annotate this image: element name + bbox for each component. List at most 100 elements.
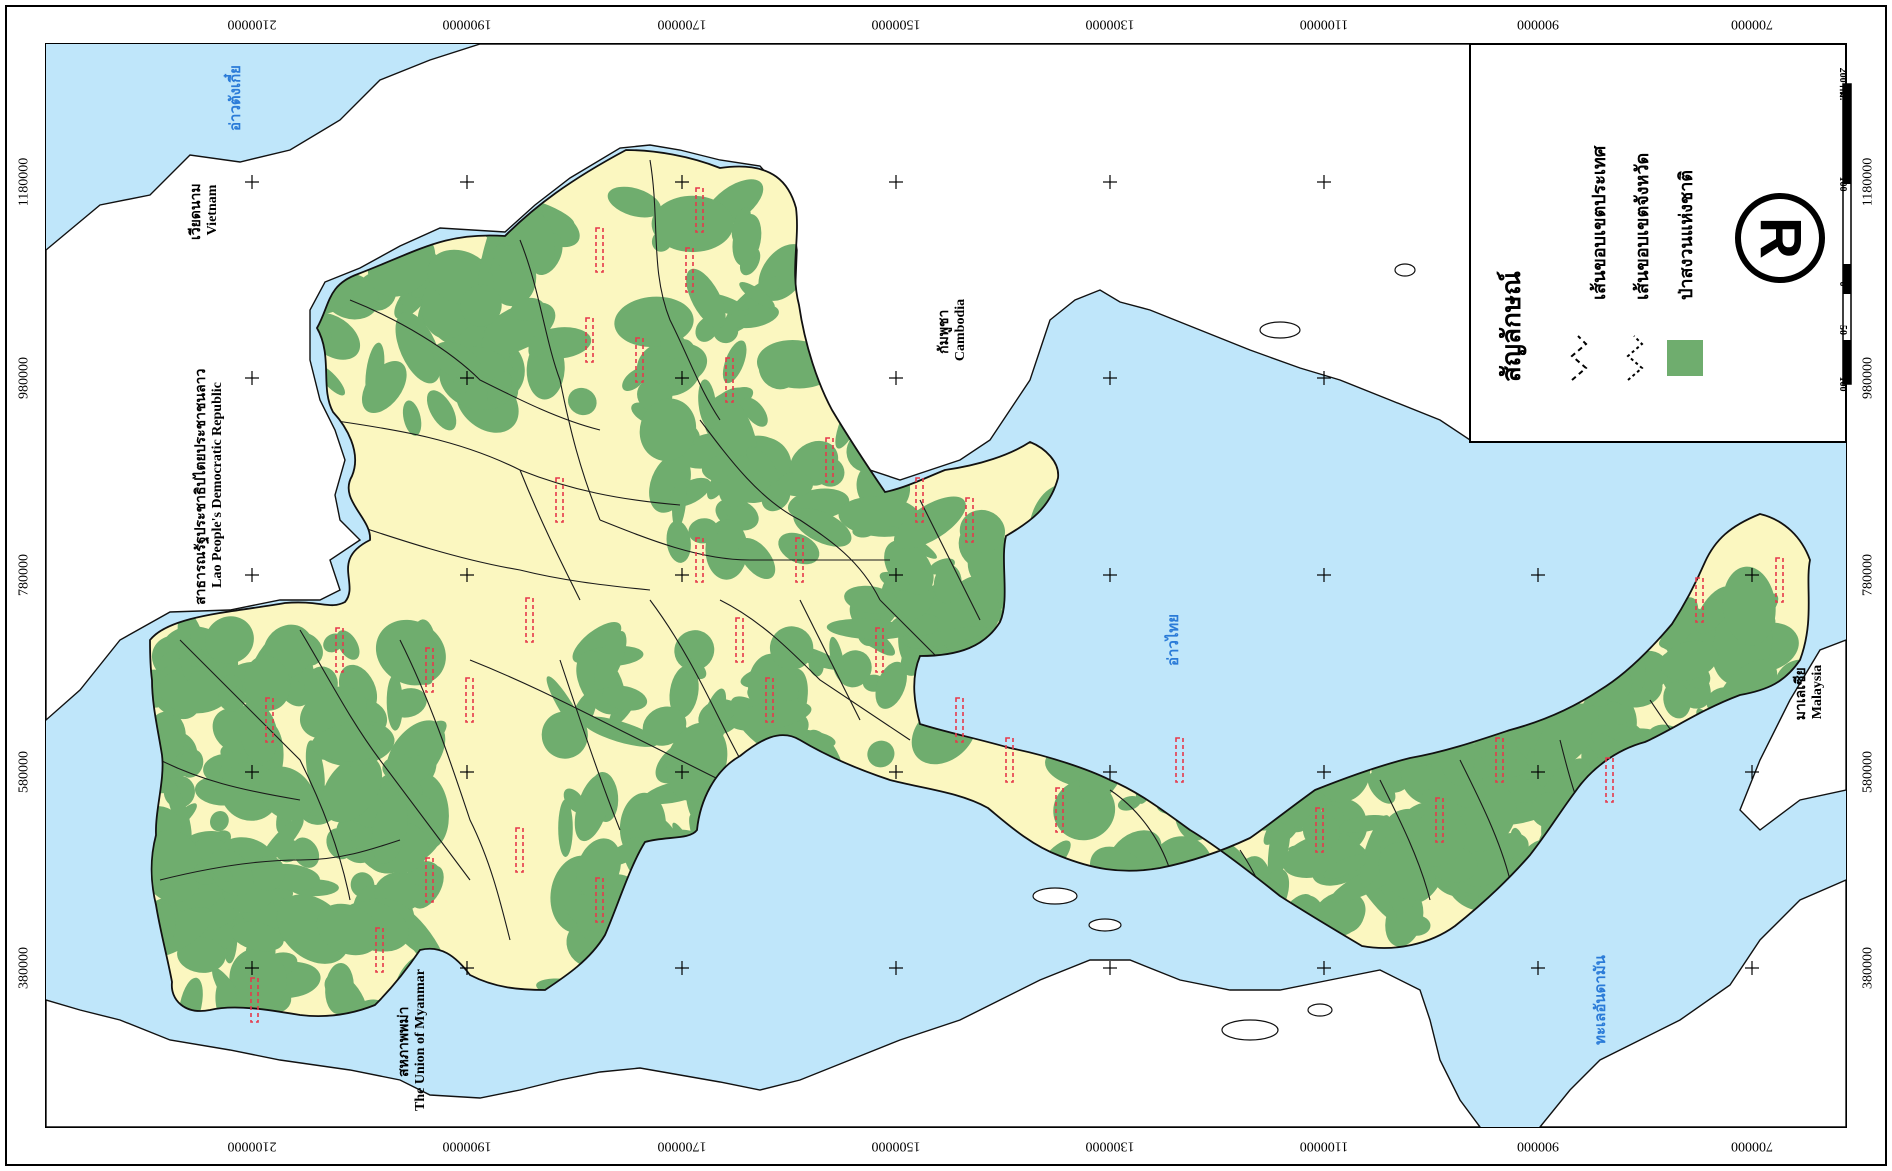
forest-patch <box>907 626 988 649</box>
province-labels <box>250 187 1784 1023</box>
forest-patch <box>1460 832 1529 887</box>
grid-label-x-top: 1900000 <box>443 17 492 32</box>
legend-item-country-border: เส้นขอบเขตประเทศ <box>1589 145 1609 300</box>
forest-patch <box>660 332 688 359</box>
grid-label-x-top: 2100000 <box>228 17 277 32</box>
province-label-mark <box>465 677 474 723</box>
forest-patch <box>177 610 193 681</box>
province-label-mark <box>1175 737 1184 783</box>
forest-patch <box>404 720 447 758</box>
forest-patch <box>666 520 691 563</box>
grid-label-y-left: 380000 <box>17 947 32 989</box>
province-label-mark <box>955 697 964 743</box>
neighbor-land-south <box>46 959 1481 1127</box>
province-label-mark <box>1775 557 1784 603</box>
province-label-mark <box>695 187 704 233</box>
gulf-thailand-label: อ่าวไทย <box>1163 614 1182 666</box>
country-labels: เวียดนาม Vietnam สาธารณรัฐประชาธิปไตยประ… <box>188 183 1825 1111</box>
forest-patch <box>426 390 457 431</box>
forest-patch <box>1722 566 1776 646</box>
forest-patch <box>166 777 192 843</box>
grid-label-x-top: 900000 <box>1517 17 1559 32</box>
forest-patch <box>746 446 779 483</box>
forest-patch <box>722 340 747 384</box>
legend-title: สัญลักษณ์ <box>1496 271 1527 382</box>
province-label-mark <box>1005 737 1014 783</box>
forest-patch <box>607 186 661 218</box>
forest-patch <box>231 921 284 952</box>
forest-patch <box>567 387 597 416</box>
forest-patch <box>1323 854 1369 879</box>
forest-patch <box>769 626 814 670</box>
province-label-mark <box>585 317 594 363</box>
laos-th-label: สาธารณรัฐประชาธิปไตยประชาชนลาว <box>191 368 210 604</box>
grid-label-x-bottom: 1700000 <box>658 1139 707 1154</box>
svg-text:R: R <box>1748 217 1813 259</box>
grid-label-x-top: 1100000 <box>1300 17 1348 32</box>
forest-patch <box>218 685 246 712</box>
forest-patch <box>159 666 231 714</box>
grid-label-x-top: 1300000 <box>1086 17 1135 32</box>
grid-label-y-left: 580000 <box>17 751 32 793</box>
province-label-mark <box>1605 757 1614 803</box>
forest-patch <box>321 755 383 823</box>
province-label-mark <box>695 537 704 583</box>
forest-patch <box>867 740 895 768</box>
province-label-mark <box>595 227 604 273</box>
province-label-mark <box>250 977 259 1023</box>
forest-patch <box>323 633 344 653</box>
grid-label-x-bottom: 900000 <box>1517 1139 1559 1154</box>
grid-label-y-right: 980000 <box>1861 357 1876 399</box>
forest-patch <box>1302 811 1340 850</box>
forest-patch <box>1663 681 1691 719</box>
grid-label-y-right: 580000 <box>1861 751 1876 793</box>
forest-patch <box>460 284 502 327</box>
forest-patch <box>388 688 427 718</box>
forest-patch <box>239 703 278 764</box>
grid-label-y-right: 780000 <box>1861 554 1876 596</box>
forest-patch <box>622 368 647 391</box>
province-label-mark <box>635 337 644 383</box>
province-label-mark <box>515 827 524 873</box>
forest-patch <box>879 571 910 591</box>
forest-patch <box>576 838 622 898</box>
grid-label-x-top: 1500000 <box>872 17 921 32</box>
forest-patch <box>666 722 728 801</box>
forest-patch <box>778 472 813 497</box>
forest-patch <box>651 195 734 253</box>
province-label-mark <box>1695 577 1704 623</box>
forest-patch <box>686 268 726 329</box>
north-arrow-icon: R <box>1735 193 1825 283</box>
country-border-symbol <box>1570 335 1588 381</box>
svg-text:กัมพูชา Cambodia: กัมพูชา Cambodia <box>936 299 968 361</box>
grid-label-x-bottom: 2100000 <box>228 1139 277 1154</box>
grid-label-x-bottom: 700000 <box>1731 1139 1773 1154</box>
province-label-mark <box>825 437 834 483</box>
forest-patch <box>1360 815 1391 888</box>
province-label-mark <box>555 477 564 523</box>
scale-label-0: 0 <box>1837 282 1848 287</box>
province-borders <box>159 159 1721 941</box>
forest-patch <box>178 977 203 1017</box>
forest-patch <box>875 661 907 709</box>
forest-patch <box>375 619 446 686</box>
forest-patch <box>316 903 381 956</box>
scale-label-100-left: 100 <box>1837 377 1848 392</box>
province-label-mark <box>965 497 974 543</box>
laos-en-label: Lao People's Democratic Republic <box>210 382 225 588</box>
forest-patch <box>826 618 911 640</box>
province-label-mark <box>425 857 434 903</box>
forest-patch <box>933 564 962 604</box>
province-label-mark <box>335 627 344 673</box>
andaman-sea-label: ทะเลอันดามัน <box>1592 954 1609 1045</box>
forest-patch <box>251 856 286 891</box>
cambodia-en-label: Cambodia <box>953 299 968 361</box>
forest-patch <box>177 936 226 973</box>
grid-label-x-top: 1700000 <box>658 17 707 32</box>
forest-patch <box>395 312 441 384</box>
forest-patch <box>1660 597 1699 651</box>
forest-patch <box>739 282 775 309</box>
forest-patch <box>728 700 812 731</box>
scale-bar: 100 50 0 100 200 กม. <box>1837 68 1852 392</box>
